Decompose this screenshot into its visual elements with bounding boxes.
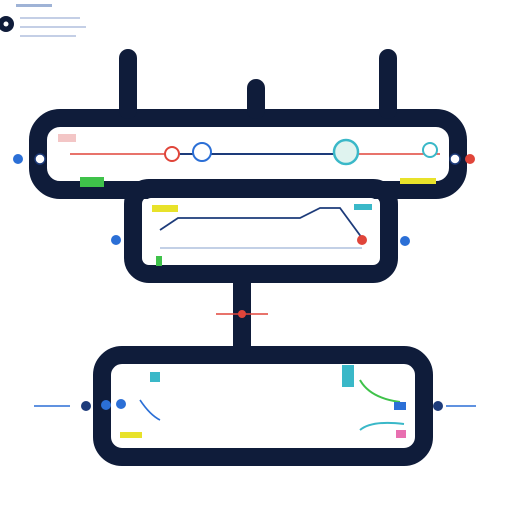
logo-dot (3, 21, 9, 27)
middle-side-connectors (111, 235, 410, 246)
connector-icon (34, 153, 46, 165)
bottom-blue-curve (139, 399, 161, 421)
connector-icon (400, 236, 410, 246)
bottom-teal-block (342, 365, 354, 387)
middle-yellow-tag (152, 205, 178, 212)
middle-teal-tag (354, 204, 372, 210)
connector-icon (111, 235, 121, 245)
bottom-yellow-tag (120, 432, 142, 438)
connector-icon (116, 399, 126, 409)
middle-track (159, 207, 363, 239)
bottom-pink-tag (396, 430, 406, 438)
middle-green-tag (156, 256, 162, 266)
middle-frame (124, 179, 398, 283)
top-pink-tag (58, 134, 76, 142)
bottom-panel-content (120, 365, 406, 438)
header-line-1 (16, 4, 52, 7)
bottom-teal-tag (150, 372, 160, 382)
connector-icon (13, 154, 23, 164)
top-yellow-tag (400, 178, 436, 184)
node-icon (422, 142, 438, 158)
connector-icon (81, 401, 91, 411)
connector-icon (465, 154, 475, 164)
connector-icon (433, 401, 443, 411)
header-line-3 (20, 26, 86, 28)
middle-panel-content (152, 204, 372, 266)
middle-panel (145, 198, 377, 264)
top-panel-content (58, 134, 440, 187)
header-line-2 (20, 17, 80, 19)
bottom-green-curve (359, 379, 401, 403)
node-icon (164, 146, 180, 162)
bottom-side-connectors (34, 399, 476, 411)
node-icon (192, 142, 212, 162)
header-line-4 (20, 35, 76, 37)
top-side-connectors (13, 153, 475, 165)
connector-icon (449, 153, 461, 165)
header (0, 4, 86, 37)
bottom-teal-curve (359, 421, 405, 431)
top-green-tag (80, 177, 104, 187)
connector-icon (101, 400, 111, 410)
node-icon (332, 138, 360, 166)
bottom-blue-tag (394, 402, 406, 410)
node-icon (357, 235, 367, 245)
bottom-panel (114, 365, 412, 447)
